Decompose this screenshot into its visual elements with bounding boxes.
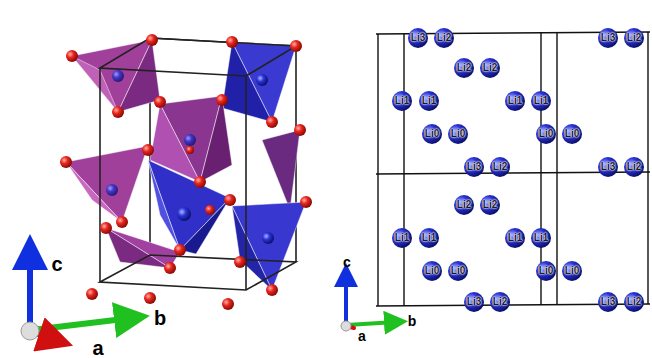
atom-label: Li3: [601, 162, 615, 172]
atom-label: Li3: [601, 33, 615, 43]
atom-label: Li2: [437, 33, 451, 43]
atom-label: Li1: [422, 233, 436, 243]
atom-label: Li0: [451, 266, 465, 276]
atom-label: Li1: [395, 96, 409, 106]
atom-label: Li2: [493, 162, 507, 172]
atom-label: Li1: [534, 96, 548, 106]
atom-label: Li0: [539, 266, 553, 276]
atom-label: Li0: [539, 129, 553, 139]
axis-label: b: [408, 314, 417, 328]
axis-label: a: [92, 338, 103, 358]
atom-label: Li3: [601, 297, 615, 307]
axis-label: a: [358, 329, 366, 343]
atom-label: Li1: [534, 233, 548, 243]
atom-label: Li1: [395, 233, 409, 243]
atom-label: Li0: [565, 266, 579, 276]
atom-label: Li0: [425, 129, 439, 139]
atom-label: Li2: [627, 297, 641, 307]
atom-label: Li3: [467, 162, 481, 172]
atom-label: Li1: [508, 96, 522, 106]
atom-label: Li0: [565, 129, 579, 139]
atom-label: Li3: [411, 33, 425, 43]
atom-label: Li1: [508, 233, 522, 243]
atom-label: Li0: [425, 266, 439, 276]
atom-label: Li3: [467, 297, 481, 307]
atom-label: Li2: [457, 63, 471, 73]
atom-label: Li1: [422, 96, 436, 106]
axis-label: c: [51, 254, 62, 274]
atom-label: Li2: [457, 200, 471, 210]
atom-label: Li2: [483, 63, 497, 73]
axis-label: b: [154, 308, 166, 328]
atom-label: Li2: [627, 33, 641, 43]
atom-label: Li2: [483, 200, 497, 210]
atom-label: Li2: [493, 297, 507, 307]
axis-label: c: [343, 255, 351, 269]
atom-label: Li0: [451, 129, 465, 139]
atom-label: Li2: [627, 162, 641, 172]
